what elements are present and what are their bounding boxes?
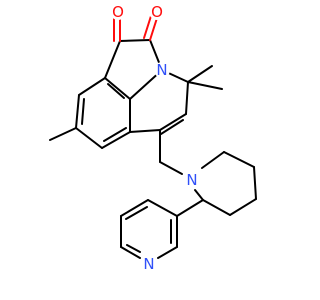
structure-diagram: O O N N N (49, 3, 257, 273)
bond (103, 127, 127, 142)
molecule-canvas: O O N N N (49, 3, 257, 273)
bond (125, 206, 148, 220)
bond (176, 199, 204, 217)
bond (202, 199, 231, 216)
bond (104, 77, 131, 100)
bond (75, 94, 80, 129)
bond (120, 199, 149, 217)
bond (253, 166, 257, 200)
bond (187, 81, 223, 90)
bond (159, 113, 187, 131)
nitrogen-atom-label: N (156, 61, 167, 79)
nitrogen-atom-label: N (143, 255, 154, 273)
bond (159, 161, 183, 175)
bond (129, 129, 161, 133)
bond (78, 77, 106, 96)
bond (185, 81, 189, 115)
oxygen-atom-label: O (112, 3, 124, 21)
carbonyl-bond (149, 17, 158, 41)
bond (229, 198, 257, 216)
oxygen-atom-label: O (151, 3, 163, 21)
carbonyl-bond (143, 15, 152, 39)
bond (101, 131, 131, 149)
bond (107, 83, 125, 99)
bond (119, 39, 151, 42)
bond (126, 244, 141, 253)
nitrogen-atom-label: N (186, 171, 197, 189)
bond (201, 151, 225, 169)
bond (120, 246, 141, 259)
bond (157, 246, 178, 259)
bond (187, 65, 213, 83)
bond (75, 127, 103, 149)
bond (160, 119, 184, 135)
bond (49, 127, 77, 141)
bond (81, 98, 85, 125)
bond (147, 199, 178, 217)
bond (104, 40, 121, 79)
bond (194, 189, 204, 201)
bond (223, 151, 255, 168)
